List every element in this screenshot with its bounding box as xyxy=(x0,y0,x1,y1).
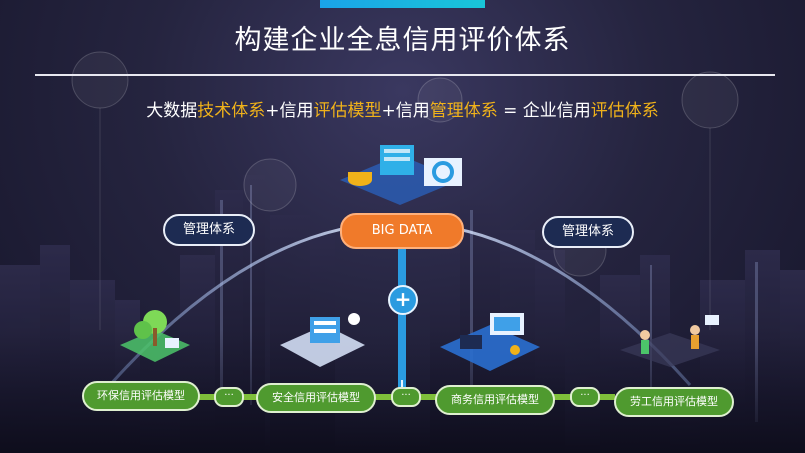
formula-highlight: 技术体系 xyxy=(197,101,266,121)
formula-highlight: 管理体系 xyxy=(429,101,498,121)
connector-dots-1: ··· xyxy=(214,387,244,407)
formula-part: = 企业信用 xyxy=(497,101,591,121)
connector-dots-3: ··· xyxy=(570,387,600,407)
management-system-label-left: 管理体系 xyxy=(163,214,255,246)
safety-illustration xyxy=(280,313,365,367)
model-business: 商务信用评估模型 xyxy=(435,385,555,415)
formula-highlight: 评估模型 xyxy=(313,101,382,121)
model-safety: 安全信用评估模型 xyxy=(256,383,376,413)
environment-illustration xyxy=(120,310,190,362)
formula-part: +信用 xyxy=(381,101,430,121)
connector-dots-2: ··· xyxy=(391,387,421,407)
formula-highlight: 评估体系 xyxy=(590,101,659,121)
model-environmental: 环保信用评估模型 xyxy=(82,381,200,411)
business-illustration xyxy=(440,313,540,371)
big-data-badge: BIG DATA xyxy=(340,213,464,249)
formula-part: +信用 xyxy=(265,101,314,121)
labor-illustration xyxy=(620,315,720,367)
formula-line: 大数据技术体系+信用评估模型+信用管理体系 = 企业信用评估体系 xyxy=(0,96,805,121)
formula-part: 大数据 xyxy=(146,101,198,121)
top-accent-bar xyxy=(320,0,485,8)
model-labor: 劳工信用评估模型 xyxy=(614,387,734,417)
management-system-label-right: 管理体系 xyxy=(542,216,634,248)
title-divider xyxy=(35,74,775,76)
page-title: 构建企业全息信用评价体系 xyxy=(234,25,571,56)
big-data-illustration xyxy=(340,145,462,205)
vertical-data-stream xyxy=(398,248,406,388)
plus-icon: + xyxy=(388,285,418,315)
